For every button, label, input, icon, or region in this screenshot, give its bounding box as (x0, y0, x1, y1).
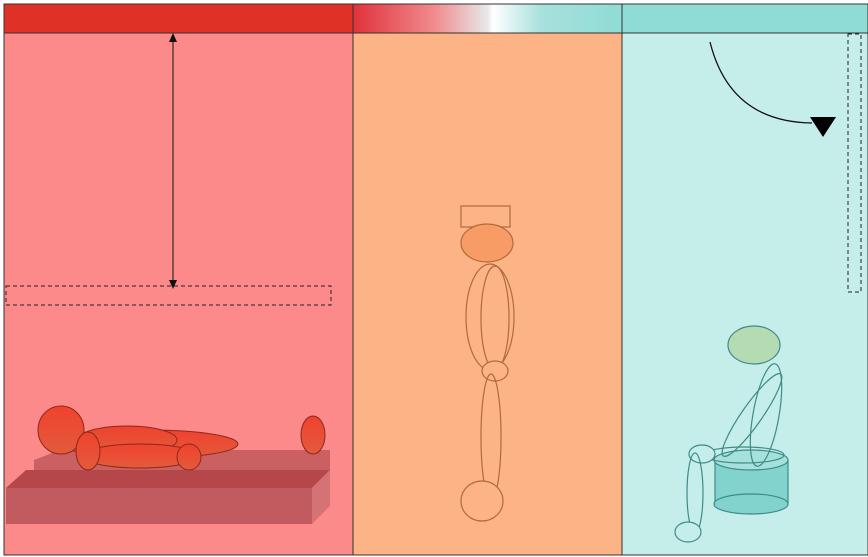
sitting-figure (674, 325, 785, 543)
panel-standing-body (352, 32, 623, 556)
panel-lying-header (3, 3, 354, 34)
curved-arrow (709, 41, 836, 137)
head-icon (727, 325, 781, 365)
panel-standing (352, 3, 623, 556)
vertical-guide-box (847, 33, 862, 293)
panel-lying (3, 3, 354, 556)
head-icon (460, 223, 514, 263)
panel-sitting-header (621, 3, 868, 34)
standing-figure (460, 205, 515, 522)
horizontal-guide-box (5, 285, 332, 306)
vertical-arrow (169, 33, 177, 289)
lying-figure (37, 405, 326, 471)
panel-sitting (621, 3, 868, 556)
head-icon (37, 405, 85, 455)
panel-standing-header (352, 3, 623, 34)
